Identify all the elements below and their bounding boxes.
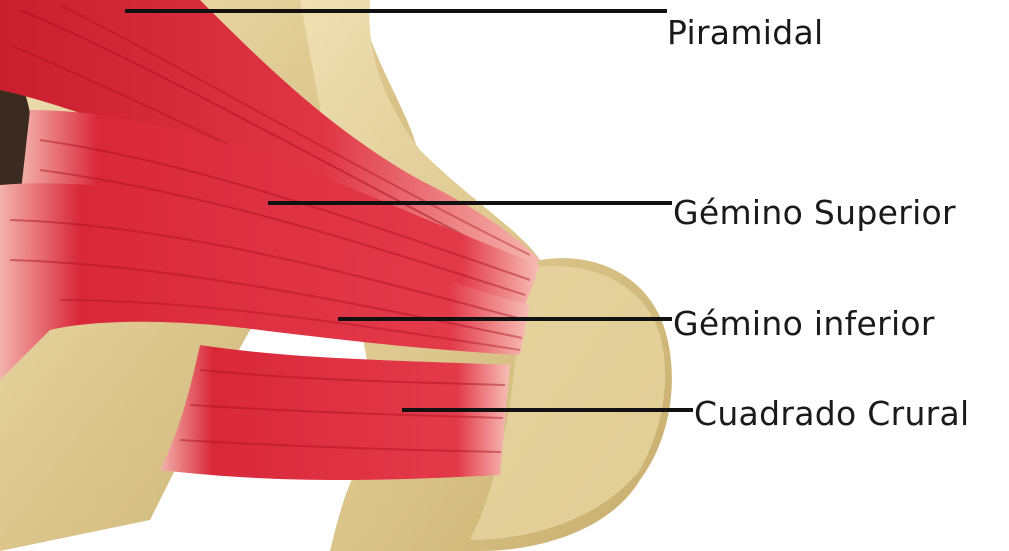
label-piramidal: Piramidal xyxy=(667,16,824,49)
label-gemino-superior: Gémino Superior xyxy=(673,196,956,229)
label-gemino-inferior: Gémino inferior xyxy=(673,307,935,340)
label-cuadrado-crural: Cuadrado Crural xyxy=(694,397,970,430)
quadratus-femoris-muscle xyxy=(160,345,510,480)
